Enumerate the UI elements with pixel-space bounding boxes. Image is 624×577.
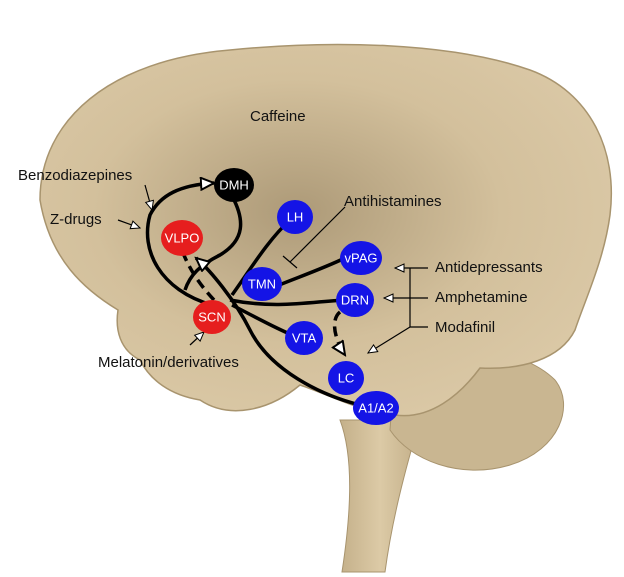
node-lc-label: LC — [338, 371, 355, 386]
node-tmn-label: TMN — [248, 277, 276, 292]
node-vta: VTA — [285, 321, 323, 355]
node-lh: LH — [277, 200, 313, 234]
node-tmn: TMN — [242, 267, 282, 301]
label-benzodiazepines: Benzodiazepines — [18, 167, 132, 184]
node-drn-label: DRN — [341, 293, 369, 308]
drug-arrows — [117, 184, 428, 354]
brain-stem — [339, 419, 421, 573]
path-scn-vlpo-dashed — [178, 244, 216, 302]
path-a1a2-to-vlpo — [196, 258, 361, 407]
label-antihistamines: Antihistamines — [344, 193, 442, 210]
path-drn-to-lc-dashed — [335, 310, 347, 355]
label-antidepressants: Antidepressants — [435, 259, 543, 276]
node-scn: SCN — [193, 300, 231, 334]
node-vpag: vPAG — [340, 241, 382, 275]
label-z-drugs: Z-drugs — [50, 211, 102, 228]
node-vlpo-label: VLPO — [165, 231, 200, 246]
node-a1a2-label: A1/A2 — [358, 401, 393, 416]
label-melatonin: Melatonin/derivatives — [98, 354, 239, 371]
node-dmh-label: DMH — [219, 178, 249, 193]
label-caffeine: Caffeine — [250, 108, 306, 125]
label-amphetamine: Amphetamine — [435, 289, 528, 306]
brain-cerebrum — [39, 43, 612, 417]
node-drn: DRN — [336, 283, 374, 317]
node-dmh: DMH — [214, 168, 254, 202]
path-scn-to-dmh — [145, 183, 214, 307]
node-scn-label: SCN — [198, 310, 225, 325]
node-vta-label: VTA — [292, 331, 317, 346]
node-vlpo: VLPO — [161, 220, 203, 256]
label-modafinil: Modafinil — [435, 319, 495, 336]
node-vpag-label: vPAG — [345, 251, 378, 266]
path-dmh-to-vlpo — [183, 195, 243, 291]
node-lh-label: LH — [287, 210, 304, 225]
antihistamine-inhibit — [282, 206, 346, 269]
node-lc: LC — [328, 361, 364, 395]
node-a1a2: A1/A2 — [353, 391, 399, 425]
